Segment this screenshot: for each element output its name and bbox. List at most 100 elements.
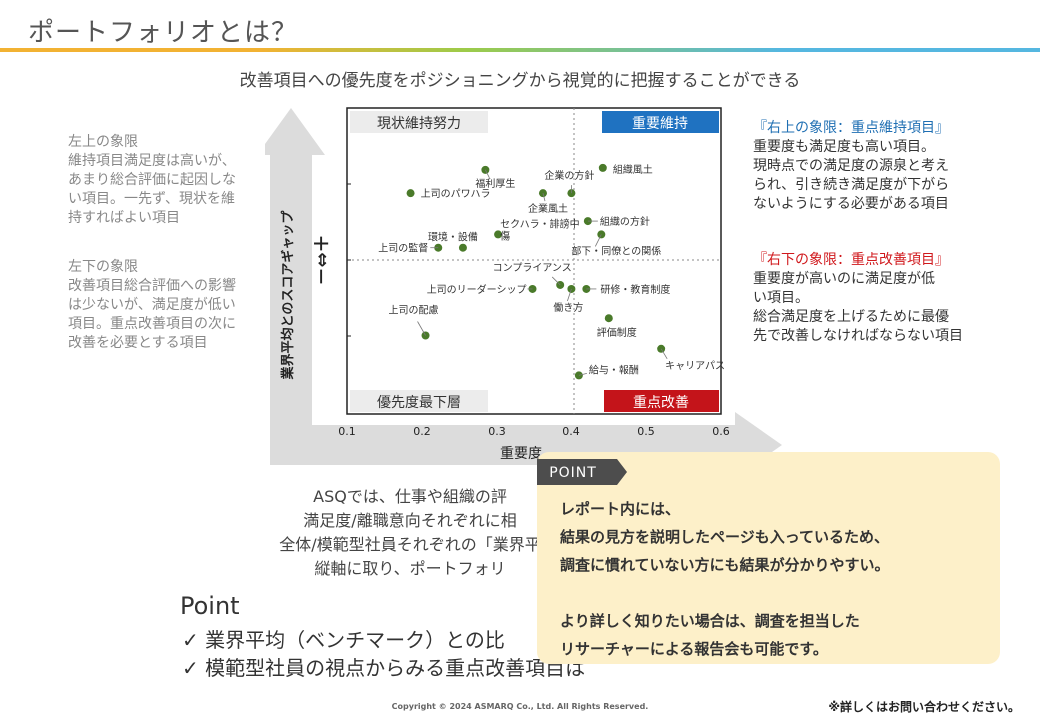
portfolio-chart: 現状維持努力 重要維持 優先度最下層 重点改善 業界平均とのスコアギャップ －⇔… [265,107,782,470]
note-body: ないようにする必要がある項目 [753,196,949,212]
quadrant-bottom-left-bg [350,390,488,412]
note-lower-right: 『右下の象限：重点改善項目』 重要度が高いのに満足度が低 い項目。 総合満足度を… [753,251,983,346]
callout-line: 調査に慣れていない方にも結果が分かりやすい。 [560,556,890,574]
quadrant-bottom-right-label: 重点改善 [633,395,689,411]
callout-line: レポート内には、 [560,500,681,518]
description-line: 縦軸に取り、ポートフォリ [314,559,506,578]
point-label: 働き方 [553,301,583,314]
scatter-points: 福利厚生企業の方針組織風土上司のパワハラ企業風土組織の方針部下・同僚との関係上司… [378,163,725,380]
page-title: ポートフォリオとは？ [28,18,299,48]
point-tag: POINT [537,459,627,485]
leader-line [417,321,426,336]
plot-area [346,107,722,415]
callout-box [537,452,1000,664]
point-label: 組織風土 [613,163,653,176]
y-axis-symbol: －⇔＋ [312,234,333,285]
x-tick-label: 0.2 [413,425,431,438]
point-item-text: 模範型社員の視点からみる重点改善項目は [205,656,586,680]
note-lower-left: 左下の象限 改善項目総合評価への影響 は少ないが、満足度が低い 項目。重点改善項… [68,258,258,353]
contact-note: ※詳しくはお問い合わせください。 [828,700,1020,714]
note-emphasis: 改善項目 [68,278,124,294]
description: ASQでは、仕事や組織の評 満足度/離職意向それぞれに相 全体/模範型社員それぞ… [150,485,670,581]
callout-text: レポート内には、 結果の見方を説明したページも入っているため、 調査に慣れていな… [560,495,990,663]
note-heading: 左上の象限 [68,134,138,150]
x-tick-label: 0.5 [637,425,655,438]
point-item: ✓ 模範型社員の視点からみる重点改善項目は [182,652,585,681]
note-body: 項目。重点改善項目の次に [68,316,236,332]
copyright: Copyright © 2024 ASMARQ Co., Ltd. All Ri… [391,702,649,711]
leader-line [542,193,546,202]
scatter-point [458,243,467,252]
note-body: い項目。 [753,290,809,306]
note-body: 重要度も満足度も高い項目。 [753,139,935,155]
note-body: 総合満足度を上げるために最優 [753,309,949,325]
quadrant-top-right-label: 重要維持 [632,116,688,132]
note-body: は少ないが、満足度が低い [68,297,236,313]
leader-line [551,276,561,286]
quadrant-top-left-label: 現状維持努力 [377,116,461,132]
note-body: い項目。一先ず、現状を維 [68,191,236,207]
note-heading: 『右下の象限：重点改善項目』 [753,252,949,268]
note-body: 先で改善しなければならない項目 [753,328,963,344]
callout-line: 結果の見方を説明したページも入っているため、 [560,528,889,546]
note-body: 重要度が高いのに満足度が低 [753,271,935,287]
scatter-point [528,284,537,293]
quadrant-bottom-left-label: 優先度最下層 [377,395,461,411]
scatter-point [604,314,613,323]
point-label: 上司の監督 [378,242,428,255]
point-tag-label: POINT [549,465,597,481]
point-label: 企業風土 [528,202,568,215]
scatter-point [494,230,503,239]
x-tick-label: 0.1 [338,425,356,438]
description-line: 全体/模範型社員それぞれの「業界平 [279,535,541,554]
x-tick-label: 0.6 [712,425,730,438]
note-emphasis: 維持項目 [68,153,124,169]
point-label: 上司の配慮 [389,304,439,317]
scatter-point [406,189,415,198]
quadrant-top-left-bg [350,111,488,133]
leader-line [485,169,490,179]
leader-line [660,348,668,360]
point-label: セクハラ・誹謗中傷 [500,217,580,242]
leader-line [567,288,572,302]
leader-line [578,373,587,376]
scatter-point [598,163,607,172]
note-heading: 『右上の象限：重点維持項目』 [753,120,949,136]
point-label: 上司のリーダーシップ [427,283,527,296]
point-label: 評価制度 [597,326,637,339]
point-label: 環境・設備 [428,231,478,244]
point-label: 上司のパワハラ [421,188,491,200]
leader-line [594,234,602,247]
note-upper-right: 『右上の象限：重点維持項目』 重要度も満足度も高い項目。 現時点での満足度の源泉… [753,119,983,214]
note-body: 満足度は高いが、 [124,153,236,169]
note-heading: 左下の象限 [68,259,138,275]
callout-line: リサーチャーによる報告会も可能です。 [560,640,828,658]
note-body: 現時点での満足度の源泉と考え [753,158,949,174]
y-axis-arrow [265,108,782,470]
point-item-text: 業界平均（ベンチマーク）との比 [205,628,505,652]
note-body: られ、引き続き満足度が下がら [753,177,950,193]
point-label: 企業の方針 [544,169,594,182]
check-icon: ✓ [182,628,199,652]
point-label: 部下・同僚との関係 [571,244,661,257]
y-axis-label: 業界平均とのスコアギャップ [280,210,296,381]
x-axis-label: 重要度 [500,446,542,462]
note-body: 持すればよい項目 [68,210,180,226]
note-body: 総合評価への影響 [124,278,236,294]
point-label: 福利厚生 [475,177,515,190]
point-label: コンプライアンス [493,262,572,274]
note-upper-left: 左上の象限 維持項目満足度は高いが、 あまり総合評価に起因しな い項目。一先ず、… [68,133,258,228]
point-item: ✓ 業界平均（ベンチマーク）との比 [182,624,505,653]
point-label: 研修・教育制度 [600,283,670,296]
description-line: ASQでは、仕事や組織の評 [313,487,507,506]
point-label: 組織の方針 [600,215,650,228]
note-body: 改善を必要とする項目 [68,335,208,351]
page-subtitle: 改善項目への優先度をポジショニングから視覚的に把握することができる [239,71,801,91]
title-divider [0,48,1040,52]
quadrant-bottom-right-bg [604,390,719,412]
callout-line: より詳しく知りたい場合は、調査を担当した [560,612,860,630]
point-label: キャリアパス [665,360,725,372]
point-label: 給与・報酬 [589,363,639,376]
check-icon: ✓ [182,656,199,680]
scatter-point [583,217,592,226]
